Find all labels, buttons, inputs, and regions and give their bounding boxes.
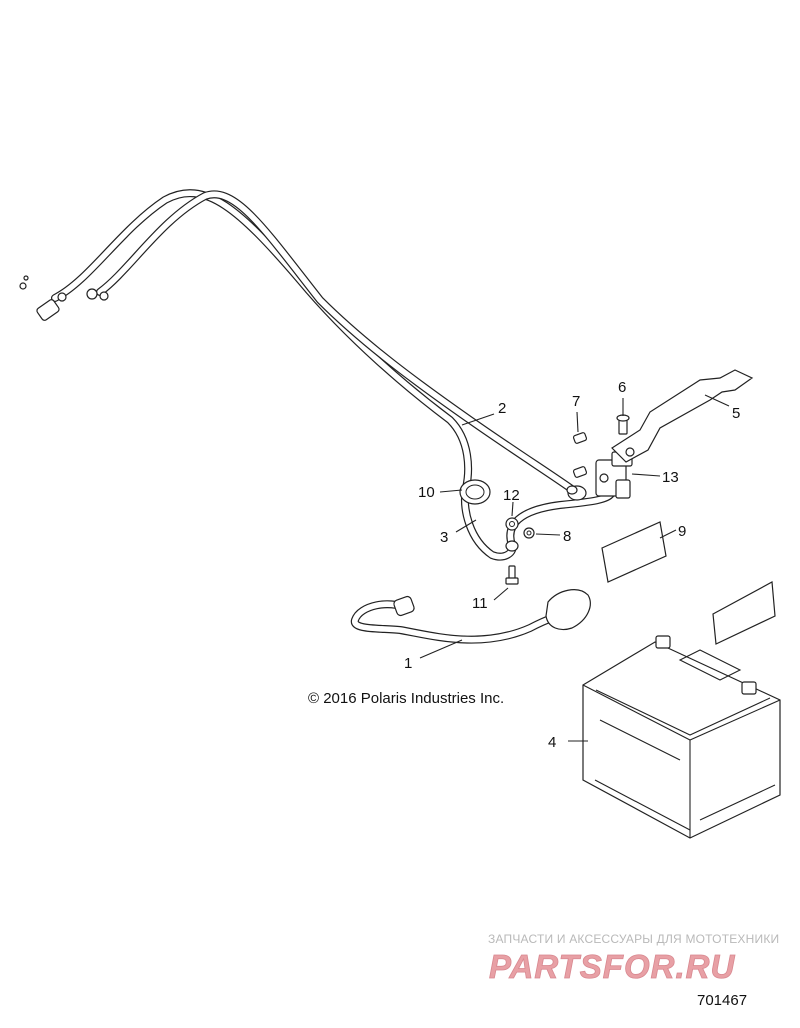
callout-13: 13 <box>662 469 679 486</box>
callout-10: 10 <box>418 484 435 501</box>
callout-3: 3 <box>440 529 448 546</box>
callout-4: 4 <box>548 734 556 751</box>
callout-1: 1 <box>404 655 412 672</box>
pad-part-9 <box>601 521 776 645</box>
bolt-part-11 <box>505 565 519 585</box>
callout-5: 5 <box>732 405 740 422</box>
callout-6: 6 <box>618 379 626 396</box>
callout-12: 12 <box>503 487 520 504</box>
nut-part-12 <box>505 517 519 531</box>
bolt-part-7 <box>572 432 588 478</box>
bracket-part-5 <box>611 369 754 463</box>
callout-9: 9 <box>678 523 686 540</box>
cable-end-boot <box>566 485 587 501</box>
relay-part-13 <box>595 451 633 499</box>
ground-lug-part-3 <box>505 540 519 552</box>
cable-terminals-left <box>19 275 109 321</box>
bolt-part-6 <box>616 414 630 435</box>
watermark-logo: PARTSFOR.RU <box>489 948 735 984</box>
nut-part-8 <box>523 527 535 539</box>
callout-2: 2 <box>498 400 506 417</box>
battery-part-4 <box>582 635 781 839</box>
reference-number: 701467 <box>697 992 748 1009</box>
copyright-notice: © 2016 Polaris Industries Inc. <box>308 690 505 707</box>
callout-7: 7 <box>572 393 580 410</box>
cable-harness-part-2 <box>51 189 616 561</box>
watermark-tagline: ЗАПЧАСТИ И АКСЕССУАРЫ ДЛЯ МОТОТЕХНИКИ <box>488 932 780 946</box>
watermark-logo-text: PARTSFOR.RU <box>489 948 735 984</box>
callout-11: 11 <box>472 595 488 612</box>
battery-cable-part-1 <box>351 589 591 644</box>
leader-lines <box>419 394 730 742</box>
clamp-part-10 <box>459 479 491 505</box>
callout-8: 8 <box>563 528 571 545</box>
